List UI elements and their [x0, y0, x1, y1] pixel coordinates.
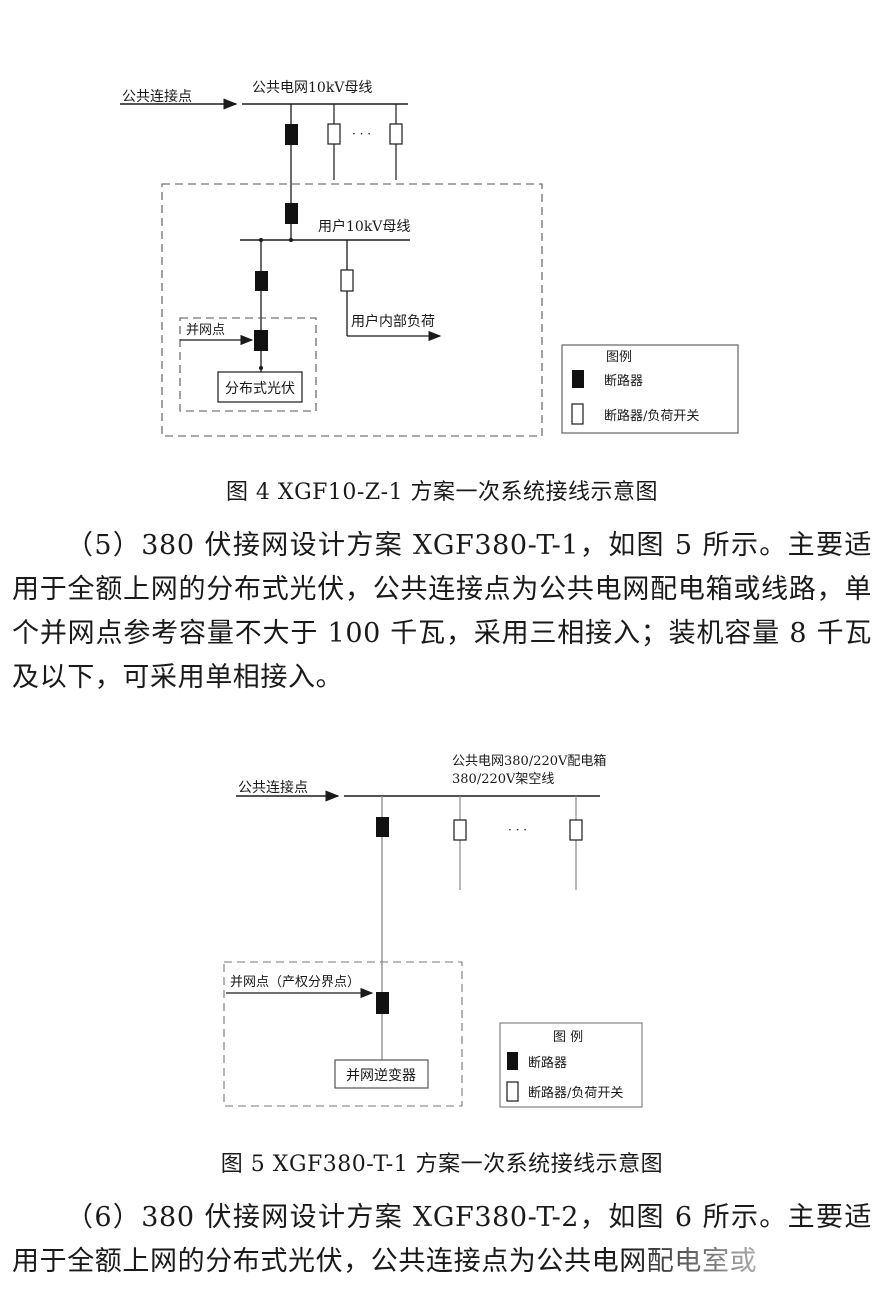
bus-label-1: 公共电网380/220V配电箱 [452, 753, 606, 769]
legend-switch-symbol [506, 1081, 519, 1102]
paragraph-5-text: （5）380 伏接网设计方案 XGF380-T-1，如图 5 所示。主要适用于全… [12, 530, 872, 693]
user-bus-label: 用户10kV母线 [318, 218, 410, 235]
legend-box [561, 344, 739, 434]
legend-box [499, 1022, 643, 1108]
legend-switch-symbol [571, 403, 584, 425]
load-switch-symbol [569, 819, 583, 841]
breaker-symbol [376, 817, 389, 837]
breaker-symbol [285, 203, 298, 224]
breaker-symbol [255, 271, 268, 291]
inverter-box [334, 1059, 429, 1089]
legend-breaker-label: 断路器 [528, 1055, 567, 1071]
pv-boundary-box [179, 317, 317, 412]
legend-title: 图例 [606, 350, 632, 365]
legend-switch-label: 断路器/负荷开关 [604, 408, 699, 424]
legend-breaker-symbol [507, 1052, 518, 1070]
load-switch-symbol [453, 819, 467, 841]
public-bus-label: 公共电网10kV母线 [252, 80, 372, 96]
figure-4-caption: 图 4 XGF10-Z-1 方案一次系统接线示意图 [225, 480, 659, 505]
legend-breaker-label: 断路器 [604, 373, 643, 389]
breaker-symbol [285, 124, 298, 145]
breaker-symbol [254, 330, 268, 351]
feeder-ellipsis: · · · [352, 127, 371, 141]
legend-breaker-symbol [572, 370, 584, 388]
legend-title: 图 例 [553, 1030, 583, 1045]
property-boundary-box [223, 961, 463, 1107]
pcc-label: 公共连接点 [238, 779, 308, 796]
legend-switch-label: 断路器/负荷开关 [528, 1085, 623, 1101]
figure-5-diagram: 公共连接点 公共电网380/220V配电箱 380/220V架空线 · · · … [0, 740, 884, 1144]
pcc-label: 公共连接点 [122, 88, 192, 105]
inverter-label: 并网逆变器 [346, 1068, 416, 1084]
load-switch-symbol [327, 123, 341, 145]
pv-label: 分布式光伏 [225, 381, 295, 397]
feeder-ellipsis: · · · [508, 823, 527, 837]
load-switch-symbol [389, 123, 403, 145]
figure-5-caption: 图 5 XGF380-T-1 方案一次系统接线示意图 [220, 1152, 664, 1177]
figure-4-diagram: 公共连接点 公共电网10kV母线 · · · 用户10kV母线 并网点 分布式光… [0, 0, 884, 474]
bottom-fade-overlay [624, 1234, 884, 1300]
breaker-symbol [376, 992, 389, 1014]
user-boundary-box [161, 183, 543, 437]
internal-load-label: 用户内部负荷 [351, 313, 435, 330]
pv-box [217, 371, 303, 403]
grid-point-label: 并网点 [186, 323, 225, 338]
paragraph-5: （5）380 伏接网设计方案 XGF380-T-1，如图 5 所示。主要适用于全… [12, 524, 872, 700]
bus-label-2: 380/220V架空线 [452, 772, 554, 787]
grid-point-label: 并网点（产权分界点） [230, 974, 360, 990]
load-switch-symbol [340, 269, 354, 292]
